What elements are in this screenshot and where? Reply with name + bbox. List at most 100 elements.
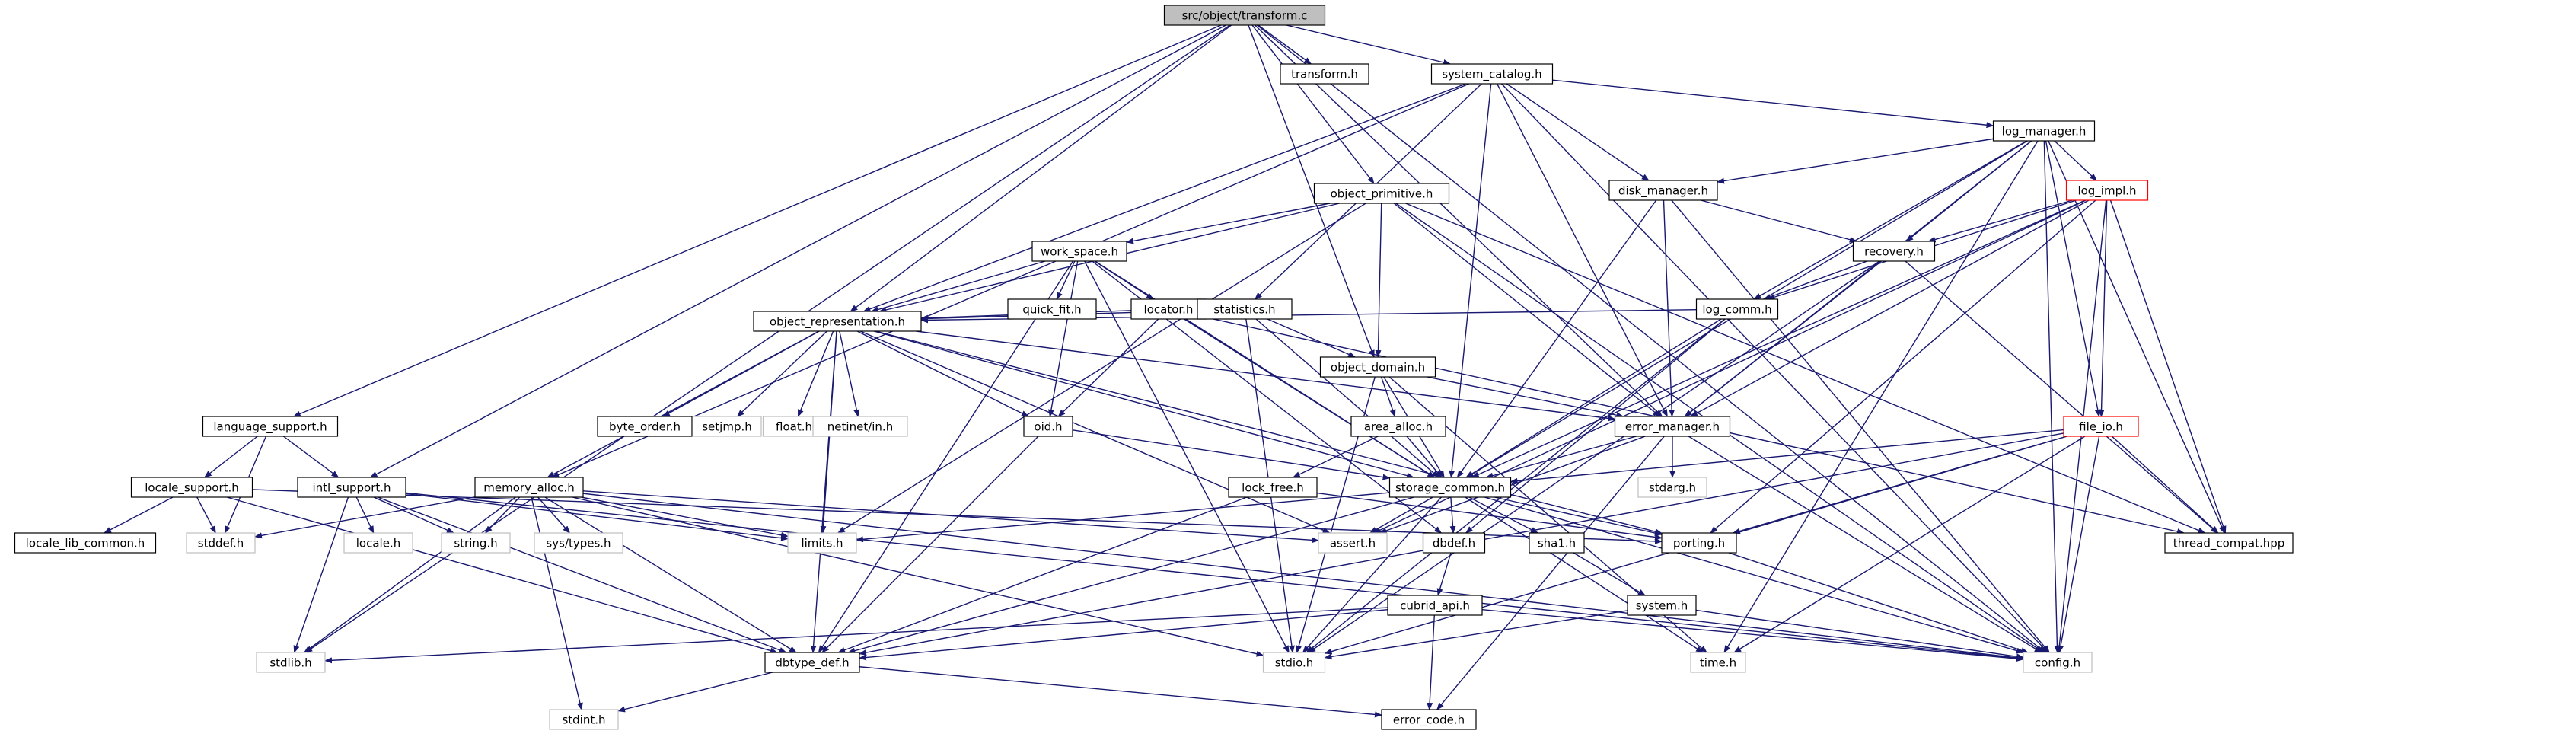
- node-objrep[interactable]: object_representation.h: [753, 311, 922, 332]
- node-setjmp[interactable]: setjmp.h: [692, 416, 762, 437]
- node-box-diskmgr[interactable]: [1608, 180, 1718, 201]
- node-box-stdarg[interactable]: [1637, 477, 1707, 498]
- node-box-transform[interactable]: [1280, 63, 1369, 85]
- node-locator[interactable]: locator.h: [1130, 298, 1207, 320]
- edge-locator-to-oid: [1057, 318, 1159, 417]
- node-box-objrep[interactable]: [753, 311, 922, 332]
- node-objprim[interactable]: object_primitive.h: [1313, 183, 1450, 204]
- node-storagecommon[interactable]: storage_common.h: [1388, 477, 1512, 498]
- node-timeh[interactable]: time.h: [1690, 652, 1746, 673]
- node-root[interactable]: src/object/transform.c: [1163, 5, 1326, 26]
- node-netinet[interactable]: netinet/in.h: [812, 416, 908, 437]
- node-limits[interactable]: limits.h: [787, 532, 857, 554]
- node-box-setjmp[interactable]: [692, 416, 762, 437]
- node-box-objprim[interactable]: [1313, 183, 1450, 204]
- node-box-systypes[interactable]: [534, 532, 623, 554]
- node-diskmgr[interactable]: disk_manager.h: [1608, 180, 1718, 201]
- node-dbtypedef[interactable]: dbtype_def.h: [764, 652, 860, 673]
- node-dbdef[interactable]: dbdef.h: [1422, 532, 1486, 554]
- node-box-byteorder[interactable]: [597, 416, 693, 437]
- node-syscat[interactable]: system_catalog.h: [1430, 63, 1554, 85]
- node-fileio[interactable]: file_io.h: [2063, 416, 2139, 437]
- node-box-logimpl[interactable]: [2065, 180, 2149, 201]
- node-box-stdlib[interactable]: [256, 652, 326, 673]
- node-logimpl[interactable]: log_impl.h: [2065, 180, 2149, 201]
- node-logcomm[interactable]: log_comm.h: [1695, 298, 1779, 320]
- node-localeh[interactable]: locale.h: [343, 532, 413, 554]
- node-box-localeh[interactable]: [343, 532, 413, 554]
- node-quickfit[interactable]: quick_fit.h: [1007, 298, 1097, 320]
- node-objdom[interactable]: object_domain.h: [1319, 356, 1436, 378]
- node-transform[interactable]: transform.h: [1280, 63, 1369, 85]
- node-stdlib[interactable]: stdlib.h: [256, 652, 326, 673]
- node-cubridapi[interactable]: cubrid_api.h: [1387, 595, 1483, 616]
- node-systypes[interactable]: sys/types.h: [534, 532, 623, 554]
- node-box-asserth[interactable]: [1318, 532, 1388, 554]
- node-stddef[interactable]: stddef.h: [186, 532, 256, 554]
- node-box-memalloc[interactable]: [474, 477, 584, 498]
- node-box-errorcode[interactable]: [1381, 709, 1477, 730]
- node-stdarg[interactable]: stdarg.h: [1637, 477, 1707, 498]
- node-box-lockfree[interactable]: [1228, 477, 1318, 498]
- node-config[interactable]: config.h: [2023, 652, 2093, 673]
- node-box-config[interactable]: [2023, 652, 2093, 673]
- node-box-dbtypedef[interactable]: [764, 652, 860, 673]
- node-lockfree[interactable]: lock_free.h: [1228, 477, 1318, 498]
- node-box-dbdef[interactable]: [1422, 532, 1486, 554]
- node-box-langsup[interactable]: [202, 416, 339, 437]
- node-errorcode[interactable]: error_code.h: [1381, 709, 1477, 730]
- node-asserth[interactable]: assert.h: [1318, 532, 1388, 554]
- node-oid[interactable]: oid.h: [1023, 416, 1073, 437]
- node-localelib[interactable]: locale_lib_common.h: [14, 532, 157, 554]
- node-sha1[interactable]: sha1.h: [1529, 532, 1585, 554]
- node-box-quickfit[interactable]: [1007, 298, 1097, 320]
- node-localesup[interactable]: locale_support.h: [130, 477, 253, 498]
- node-logmgr[interactable]: log_manager.h: [1992, 120, 2096, 142]
- node-box-storagecommon[interactable]: [1388, 477, 1512, 498]
- node-box-stdint[interactable]: [549, 709, 619, 730]
- node-box-errmgr[interactable]: [1614, 416, 1731, 437]
- node-box-fileio[interactable]: [2063, 416, 2139, 437]
- node-box-stringh[interactable]: [441, 532, 511, 554]
- node-porting[interactable]: porting.h: [1661, 532, 1737, 554]
- node-workspace[interactable]: work_space.h: [1031, 241, 1127, 262]
- node-box-stdio[interactable]: [1262, 652, 1326, 673]
- node-box-systemh[interactable]: [1627, 595, 1697, 616]
- node-box-localelib[interactable]: [14, 532, 157, 554]
- node-recovery[interactable]: recovery.h: [1852, 241, 1936, 262]
- node-box-areaalloc[interactable]: [1350, 416, 1446, 437]
- node-box-oid[interactable]: [1023, 416, 1073, 437]
- node-areaalloc[interactable]: area_alloc.h: [1350, 416, 1446, 437]
- node-box-locator[interactable]: [1130, 298, 1207, 320]
- node-box-limits[interactable]: [787, 532, 857, 554]
- node-box-localesup[interactable]: [130, 477, 253, 498]
- node-box-netinet[interactable]: [812, 416, 908, 437]
- node-box-sha1[interactable]: [1529, 532, 1585, 554]
- node-systemh[interactable]: system.h: [1627, 595, 1697, 616]
- node-intlsup[interactable]: intl_support.h: [297, 477, 406, 498]
- node-box-logcomm[interactable]: [1695, 298, 1779, 320]
- node-label-syscat: system_catalog.h: [1442, 68, 1541, 82]
- node-stdint[interactable]: stdint.h: [549, 709, 619, 730]
- node-errmgr[interactable]: error_manager.h: [1614, 416, 1731, 437]
- node-box-objdom[interactable]: [1319, 356, 1436, 378]
- node-box-porting[interactable]: [1661, 532, 1737, 554]
- node-box-syscat[interactable]: [1430, 63, 1554, 85]
- node-box-cubridapi[interactable]: [1387, 595, 1483, 616]
- node-statistics[interactable]: statistics.h: [1197, 298, 1293, 320]
- node-box-statistics[interactable]: [1197, 298, 1293, 320]
- node-box-timeh[interactable]: [1690, 652, 1746, 673]
- node-stringh[interactable]: string.h: [441, 532, 511, 554]
- node-box-recovery[interactable]: [1852, 241, 1936, 262]
- node-box-intlsup[interactable]: [297, 477, 406, 498]
- node-box-workspace[interactable]: [1031, 241, 1127, 262]
- node-byteorder[interactable]: byte_order.h: [597, 416, 693, 437]
- node-threadcompat[interactable]: thread_compat.hpp: [2164, 532, 2294, 554]
- node-box-stddef[interactable]: [186, 532, 256, 554]
- node-box-root[interactable]: [1163, 5, 1326, 26]
- node-stdio[interactable]: stdio.h: [1262, 652, 1326, 673]
- node-box-threadcompat[interactable]: [2164, 532, 2294, 554]
- node-box-logmgr[interactable]: [1992, 120, 2096, 142]
- node-memalloc[interactable]: memory_alloc.h: [474, 477, 584, 498]
- node-langsup[interactable]: language_support.h: [202, 416, 339, 437]
